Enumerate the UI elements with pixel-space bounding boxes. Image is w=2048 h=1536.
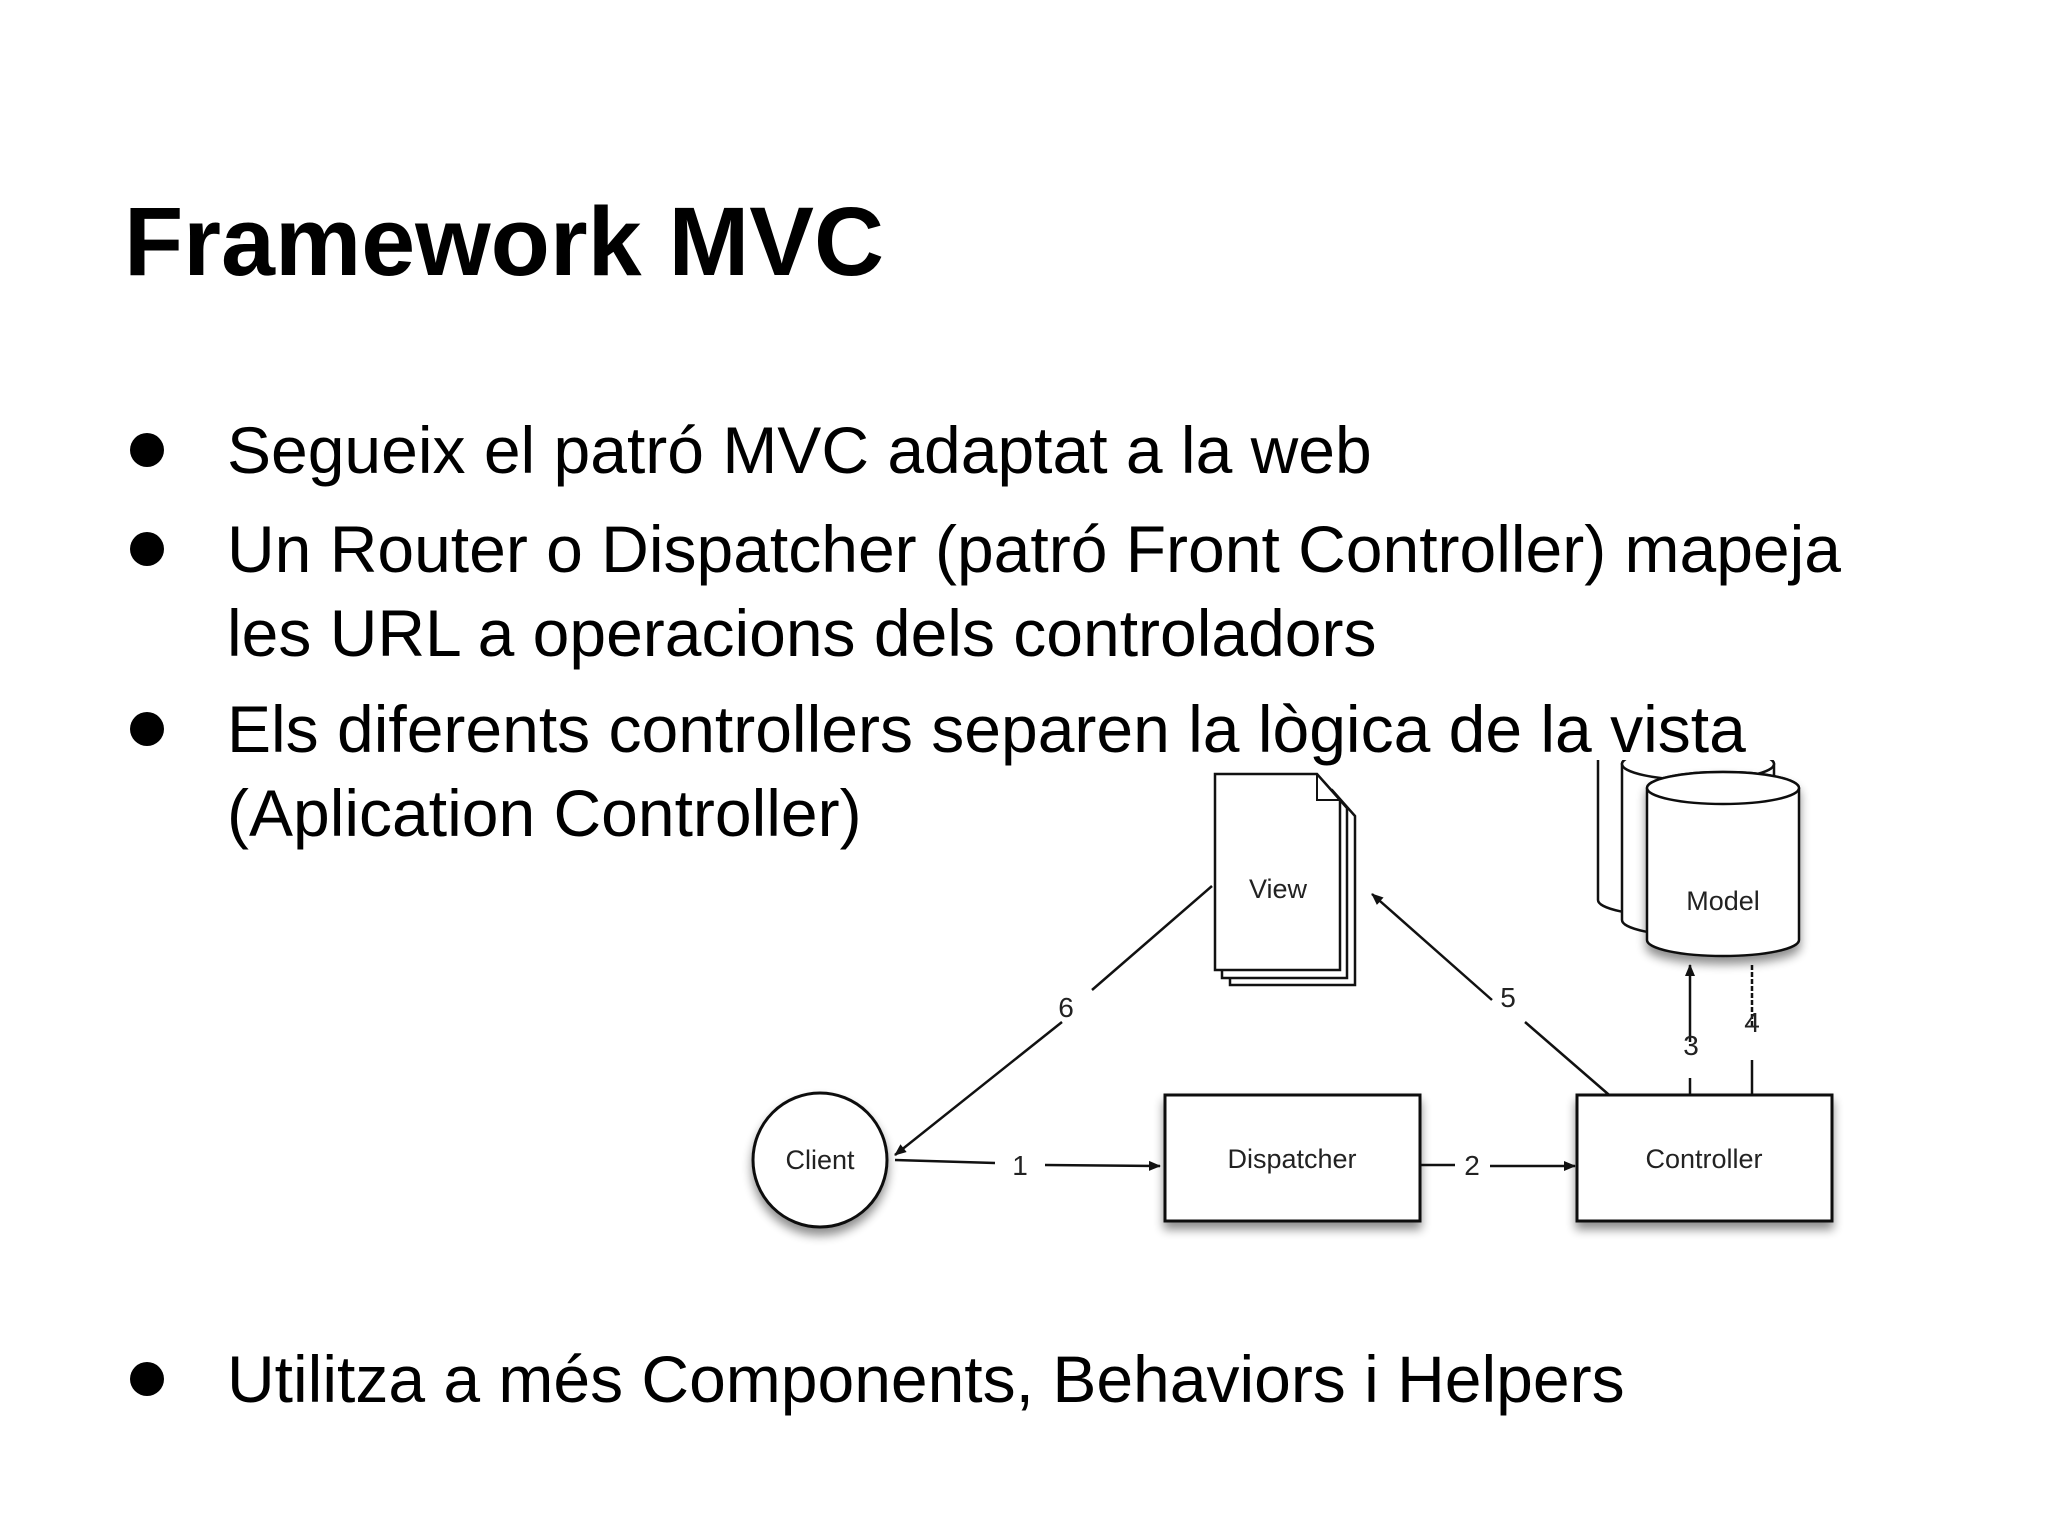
view-page-fold [1316, 774, 1340, 801]
bullet-dot-icon [130, 712, 164, 746]
mvc-diagram: 1 2 3 4 5 6 Clie [751, 760, 1834, 1229]
controller-node: Controller [1575, 1093, 1834, 1223]
edge-6: 6 [894, 885, 1213, 1156]
edge-5: 5 [1371, 893, 1639, 1121]
edge-label: 2 [1464, 1150, 1480, 1181]
edge-label: 1 [1012, 1150, 1028, 1181]
client-node: Client [751, 1091, 889, 1229]
bullet-dot-icon [130, 1362, 164, 1396]
edge-label: 3 [1683, 1030, 1699, 1061]
model-cylinder-front [1645, 770, 1801, 958]
edge-label: 6 [1058, 992, 1074, 1023]
controller-label: Controller [1645, 1144, 1762, 1174]
view-label: View [1249, 874, 1308, 904]
edge-2: 2 [1420, 1150, 1576, 1181]
dispatcher-node: Dispatcher [1163, 1093, 1422, 1223]
dispatcher-label: Dispatcher [1227, 1144, 1356, 1174]
edge-1: 1 [894, 1150, 1161, 1181]
edge-4: 4 [1744, 965, 1760, 1117]
view-node: View [1213, 772, 1357, 987]
bullet-dot-icon [130, 433, 164, 467]
slide-title: Framework MVC [124, 187, 885, 296]
edge-label: 4 [1744, 1007, 1760, 1038]
bullet-dot-icon [130, 532, 164, 566]
view-page-front [1213, 772, 1342, 972]
bullet-text: Els diferents controllers separen la lòg… [227, 692, 1746, 850]
bullet-text: Utilitza a més Components, Behaviors i H… [227, 1342, 1625, 1416]
model-label: Model [1686, 886, 1760, 916]
bullet-text: Segueix el patró MVC adaptat a la web [227, 413, 1372, 487]
client-label: Client [785, 1145, 855, 1175]
edge-label: 5 [1500, 982, 1516, 1013]
bullet-text: Un Router o Dispatcher (patró Front Cont… [227, 512, 1842, 670]
model-node: Model [1596, 760, 1801, 958]
